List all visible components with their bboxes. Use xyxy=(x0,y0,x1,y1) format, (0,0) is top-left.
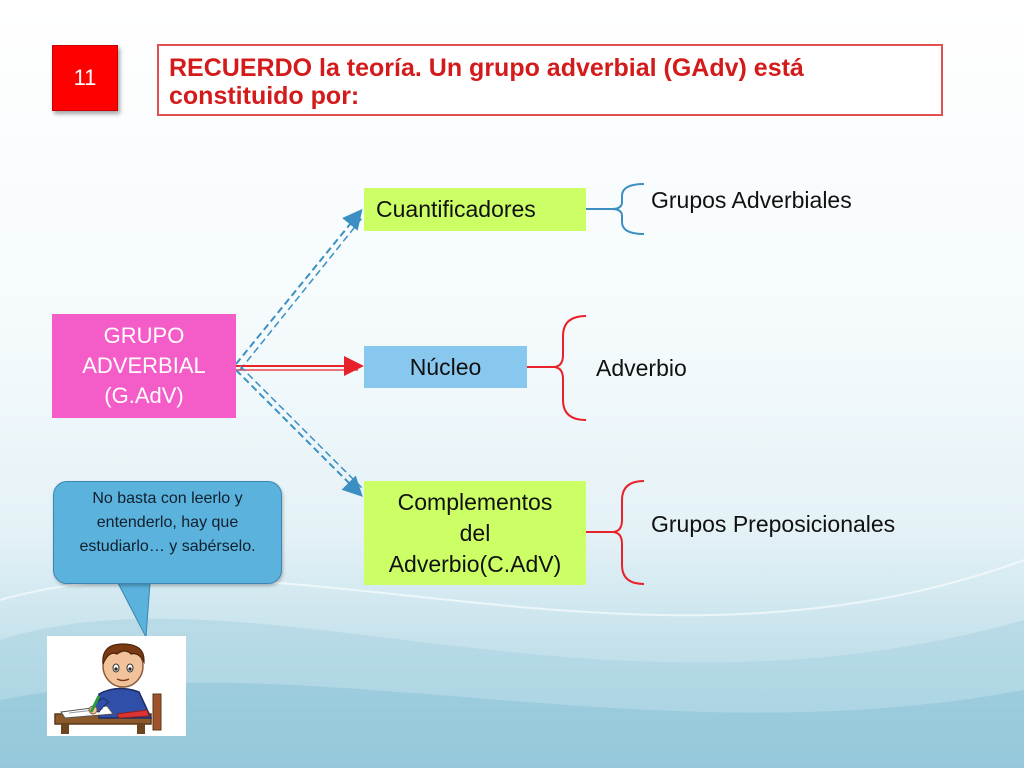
complementos-line-3: Adverbio(C.AdV) xyxy=(388,550,562,577)
arrow-to-cuantificadores xyxy=(235,208,363,371)
slide-title: RECUERDO la teoría. Un grupo adverbial (… xyxy=(157,44,943,116)
slide-number: 11 xyxy=(52,45,118,111)
root-line-3: (G.AdV) xyxy=(104,383,184,408)
brace-complementos xyxy=(586,480,645,585)
result-grupos-preposicionales: Grupos Preposicionales xyxy=(651,511,896,537)
complementos-line-2: del xyxy=(459,519,491,546)
brace-cuantificadores xyxy=(586,183,645,235)
speech-bubble: No basta con leerlo y entenderlo, hay qu… xyxy=(53,481,282,584)
result-adverbio: Adverbio xyxy=(596,355,687,381)
complementos-line-1: Complementos xyxy=(397,488,553,515)
node-nucleo: Núcleo xyxy=(364,346,527,388)
root-grupo-adverbial: GRUPO ADVERBIAL (G.AdV) xyxy=(52,314,236,418)
root-line-2: ADVERBIAL xyxy=(82,353,206,378)
bubble-tail xyxy=(117,582,151,639)
arrow-to-nucleo xyxy=(236,356,364,376)
student-writing-icon xyxy=(47,636,186,736)
arrow-to-complementos xyxy=(235,365,363,497)
root-line-1: GRUPO xyxy=(103,323,185,348)
node-cuantificadores: Cuantificadores xyxy=(364,188,586,231)
result-grupos-adverbiales: Grupos Adverbiales xyxy=(651,187,852,213)
node-complementos: Complementos del Adverbio(C.AdV) xyxy=(364,481,586,585)
brace-nucleo xyxy=(527,315,587,421)
